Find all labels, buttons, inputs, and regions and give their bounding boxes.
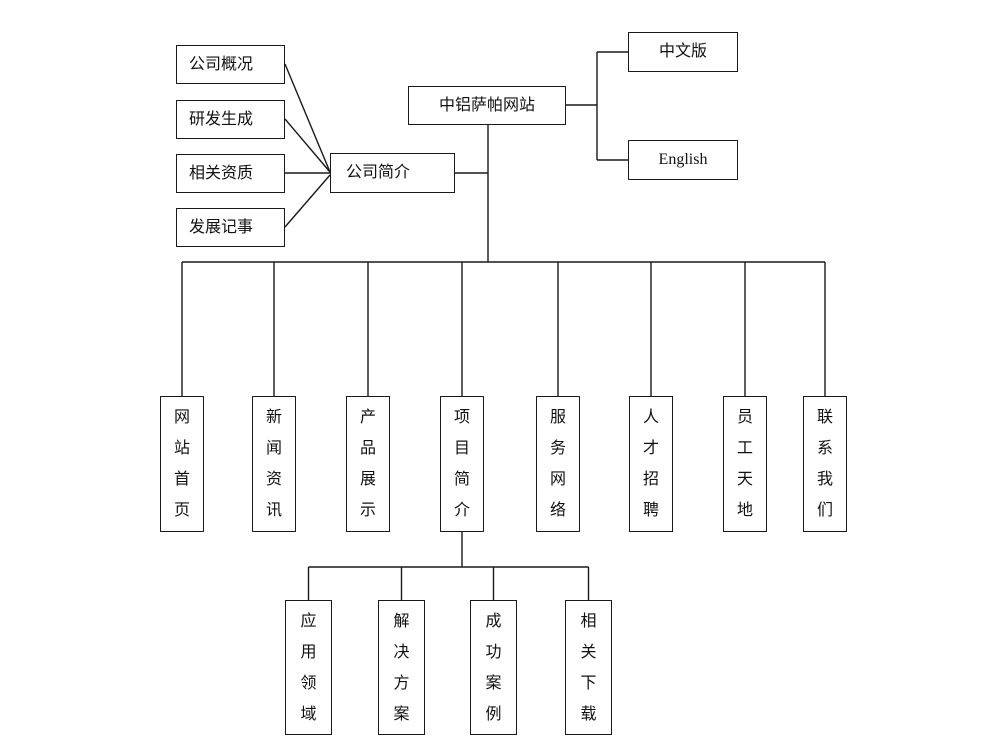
node-application-fields: 应用领域 <box>285 600 332 735</box>
node-label: 解决方案 <box>393 612 410 723</box>
node-contact-us: 联系我们 <box>803 396 847 532</box>
node-label: 公司简介 <box>346 164 411 181</box>
node-label: 网站首页 <box>173 409 190 519</box>
node-company-intro: 公司简介 <box>330 153 455 193</box>
node-label: English <box>658 151 708 168</box>
node-development-history: 发展记事 <box>176 208 285 247</box>
node-label: 应用领域 <box>300 612 317 723</box>
node-success-cases: 成功案例 <box>470 600 517 735</box>
node-label: 中铝萨帕网站 <box>438 96 535 114</box>
node-english-version: English <box>628 140 738 180</box>
node-label: 人才招聘 <box>642 409 659 519</box>
node-label: 成功案例 <box>485 612 502 723</box>
node-label: 中文版 <box>658 43 707 60</box>
node-service-network: 服务网络 <box>536 396 580 532</box>
node-label: 服务网络 <box>549 409 566 519</box>
node-company-overview: 公司概况 <box>176 45 285 84</box>
node-rd-production: 研发生成 <box>176 100 285 139</box>
node-products: 产品展示 <box>346 396 390 532</box>
node-label: 员工天地 <box>736 409 753 519</box>
node-label: 相关下载 <box>580 612 597 723</box>
node-label: 研发生成 <box>189 110 254 128</box>
node-staff-world: 员工天地 <box>723 396 767 532</box>
node-recruitment: 人才招聘 <box>629 396 673 532</box>
node-label: 相关资质 <box>189 164 254 182</box>
node-site-home: 网站首页 <box>160 396 204 532</box>
node-news: 新闻资讯 <box>252 396 296 532</box>
node-label: 联系我们 <box>816 409 833 519</box>
node-chinese-version: 中文版 <box>628 32 738 72</box>
node-label: 发展记事 <box>189 218 254 236</box>
node-solutions: 解决方案 <box>378 600 425 735</box>
node-label: 项目简介 <box>453 409 470 519</box>
node-label: 新闻资讯 <box>265 409 282 519</box>
node-related-downloads: 相关下载 <box>565 600 612 735</box>
node-root-website: 中铝萨帕网站 <box>408 86 566 125</box>
node-label: 公司概况 <box>189 55 254 73</box>
node-qualifications: 相关资质 <box>176 154 285 193</box>
node-project-intro: 项目简介 <box>440 396 484 532</box>
node-label: 产品展示 <box>359 409 376 519</box>
